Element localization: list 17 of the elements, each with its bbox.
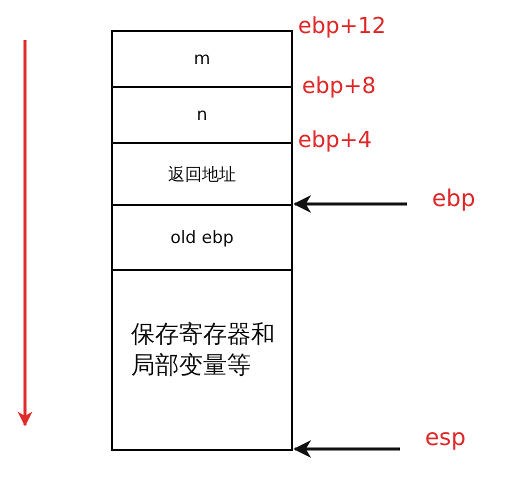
stack-frame-region (111, 269, 293, 451)
arrow (293, 195, 407, 213)
register-label: esp (425, 425, 466, 451)
stack-slot (111, 142, 293, 206)
slot-text: m (194, 49, 210, 69)
slot-text: n (196, 105, 208, 125)
stack-slot (111, 30, 293, 88)
stack-slot (111, 86, 293, 144)
address-offset-label: ebp+4 (298, 128, 372, 153)
address-offset-label: ebp+12 (298, 14, 386, 39)
slot-text: old ebp (170, 228, 234, 248)
register-label: ebp (432, 186, 476, 212)
slot-text: 返回地址 (168, 164, 236, 186)
arrow (293, 440, 400, 458)
slot-text: 保存寄存器和局部变量等 (131, 319, 276, 382)
address-offset-label: ebp+8 (302, 74, 376, 99)
stack-slot (111, 204, 293, 271)
